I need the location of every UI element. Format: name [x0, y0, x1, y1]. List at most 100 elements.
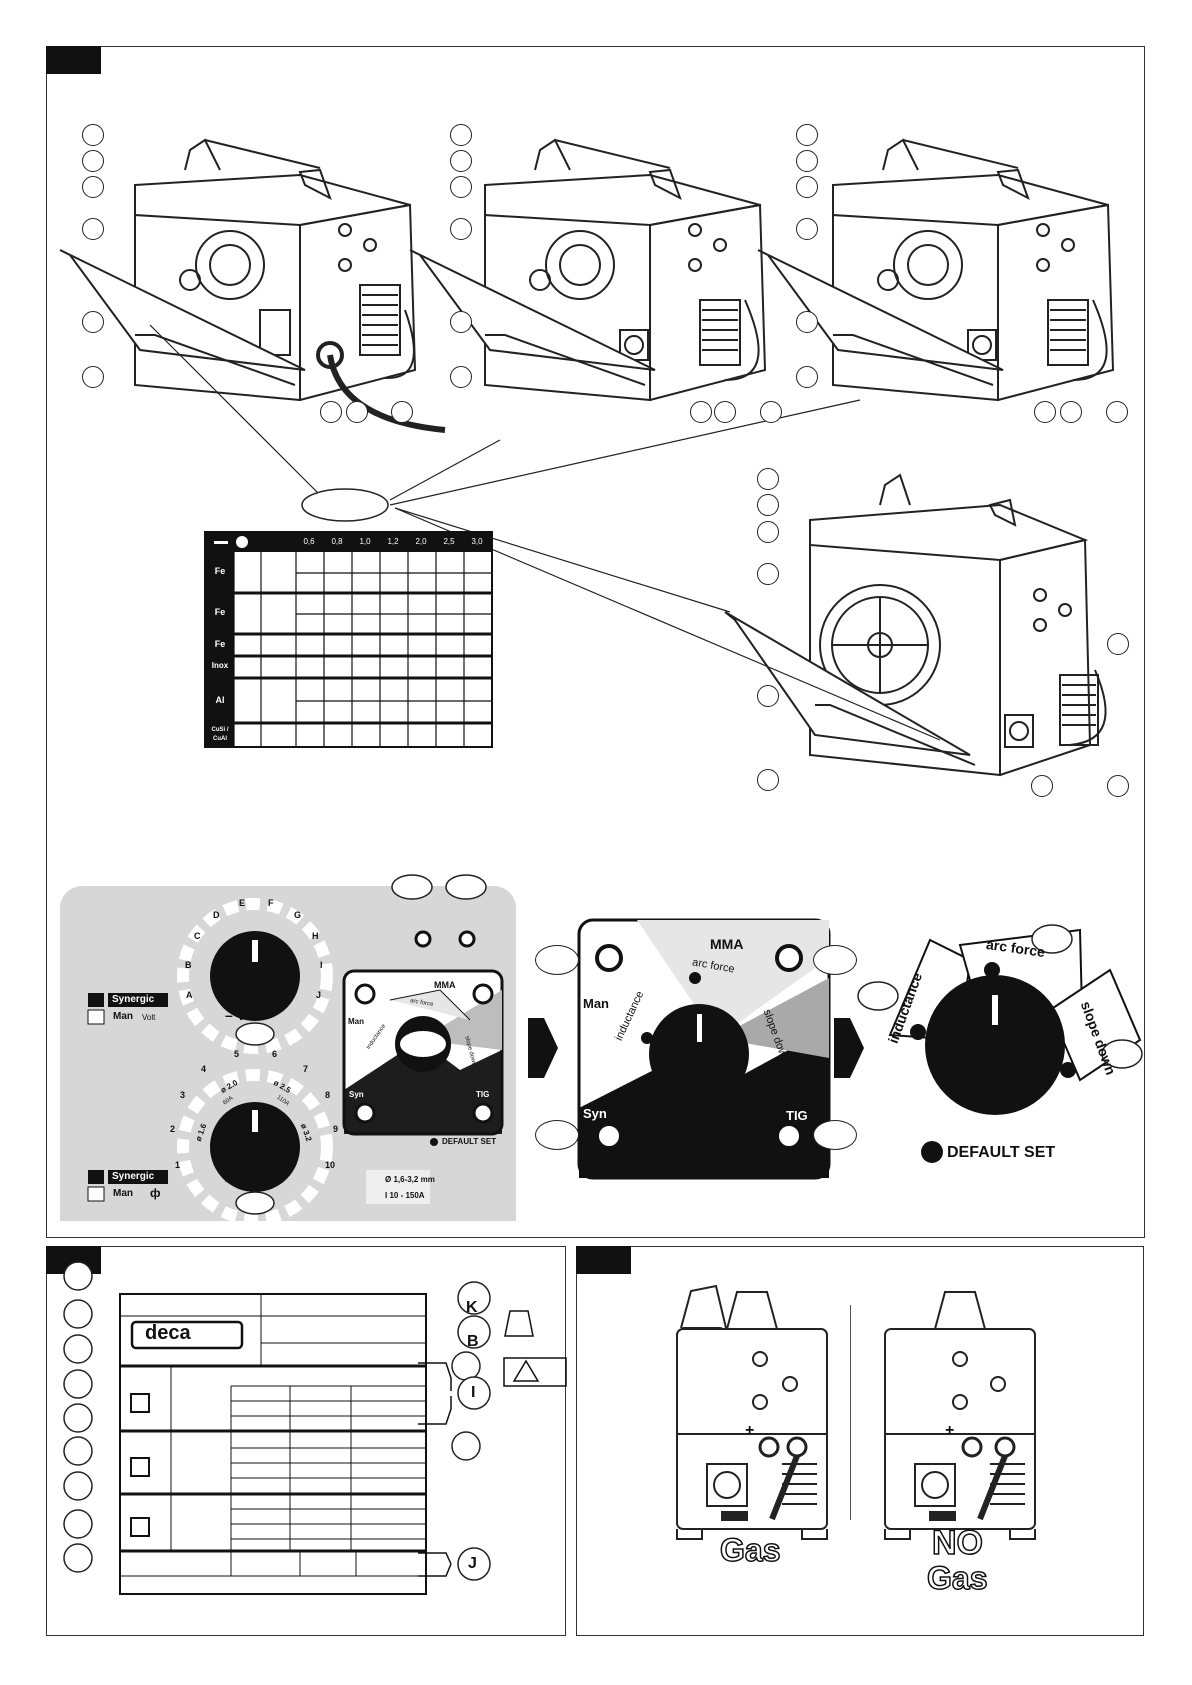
control-panel-drawing	[87, 874, 504, 1215]
callout	[690, 401, 712, 423]
plate-letter: I	[471, 1384, 476, 1401]
table-header: 0,6 0,8 1,0 1,2 2,0 2,5 3,0	[206, 533, 491, 552]
amp-number: 4	[201, 1064, 207, 1074]
mma-label: MMA	[710, 936, 744, 952]
brand-logo: deca	[145, 1322, 191, 1344]
callout	[757, 563, 779, 585]
amp-number: 3	[180, 1090, 186, 1100]
default-set-label: DEFAULT SET	[442, 1137, 497, 1146]
volt-letter: A	[186, 990, 193, 1000]
callout	[82, 150, 104, 172]
amp-number: 6	[272, 1049, 278, 1059]
divider	[850, 1305, 851, 1520]
phi-label: ф	[150, 1186, 161, 1200]
arrow-right-icon	[834, 1018, 864, 1078]
gas-machine-left	[676, 1291, 828, 1540]
callout	[320, 401, 342, 423]
callout-ellipse	[535, 945, 579, 975]
row-label: CuSi / CuAl	[211, 727, 229, 742]
man-label: Man	[113, 1011, 133, 1022]
param-dial-zoom	[857, 924, 1143, 1163]
amp-number: 8	[325, 1090, 331, 1100]
volt-label: Volt	[142, 1013, 156, 1022]
no-label: NO	[931, 1523, 984, 1563]
amp-number: 10	[325, 1160, 336, 1170]
welder-machine-3	[757, 138, 1115, 402]
callout	[1106, 401, 1128, 423]
amp-number: 2	[170, 1124, 176, 1134]
header-value: 0,6	[303, 537, 315, 546]
rating-plate	[63, 1261, 567, 1595]
arrow-right-icon	[528, 1018, 558, 1078]
callout	[796, 176, 818, 198]
volt-letter: I	[320, 960, 323, 970]
plate-letter: K	[466, 1299, 478, 1316]
table-grid	[206, 552, 491, 746]
syn-label: Syn	[583, 1106, 607, 1121]
callout	[391, 401, 413, 423]
synergic-label: Synergic	[112, 1171, 155, 1182]
callout	[757, 494, 779, 516]
callout	[450, 150, 472, 172]
man-label: Man	[113, 1188, 133, 1199]
volt-letter: J	[316, 990, 322, 1000]
volt-knob-label: – V +	[225, 1007, 259, 1023]
figure-3-frame	[576, 1246, 1144, 1636]
electrode-range: Ø 1,6-3,2 mm	[385, 1175, 435, 1184]
man-label: Man	[583, 996, 609, 1011]
callout-ellipse	[813, 945, 857, 975]
plate-letter: B	[467, 1333, 479, 1350]
synergic-label: Synergic	[112, 994, 155, 1005]
header-value: 1,2	[387, 537, 399, 546]
callout	[757, 769, 779, 791]
gas-label: Gas	[719, 1531, 781, 1569]
volt-letter: F	[268, 898, 274, 908]
callout	[796, 311, 818, 333]
no-gas-label: Gas	[926, 1559, 988, 1597]
plus-sign: +	[745, 1422, 755, 1439]
callout	[82, 218, 104, 240]
volt-letter: D	[213, 910, 220, 920]
gas-machine-right	[884, 1291, 1036, 1540]
volt-letter: B	[185, 960, 192, 970]
default-set-label: DEFAULT SET	[947, 1144, 1056, 1161]
callout	[796, 366, 818, 388]
syn-mode-label: Syn	[349, 1090, 364, 1099]
callout	[796, 150, 818, 172]
callout	[450, 218, 472, 240]
callout	[82, 311, 104, 333]
row-label: Fe	[214, 566, 226, 576]
header-value: 3,0	[471, 537, 483, 546]
callout	[346, 401, 368, 423]
volt-letter: G	[294, 910, 302, 920]
tig-label: TIG	[786, 1108, 808, 1123]
callout	[450, 124, 472, 146]
callout	[757, 521, 779, 543]
row-label: Al	[215, 695, 225, 705]
amp-knob-label: – A +	[225, 1172, 258, 1188]
plus-sign: +	[945, 1422, 955, 1439]
figure-3-tag	[576, 1246, 631, 1274]
figure-1-tag	[46, 46, 101, 74]
callout	[796, 218, 818, 240]
callout	[1060, 401, 1082, 423]
gas-polarity-drawings	[680, 1284, 727, 1359]
mode-selector-zoom	[577, 918, 831, 1180]
callout	[450, 176, 472, 198]
callout	[1107, 633, 1129, 655]
wire-settings-table: 0,6 0,8 1,0 1,2 2,0 2,5 3,0	[204, 531, 493, 748]
callout	[757, 468, 779, 490]
callout-ellipse	[813, 1120, 857, 1150]
tig-mode-label: TIG	[476, 1090, 490, 1099]
callout	[82, 124, 104, 146]
welder-machine-drawings	[59, 138, 1115, 777]
amp-number: 5	[234, 1049, 240, 1059]
welder-machine-2	[409, 138, 767, 402]
volt-letter: E	[239, 898, 246, 908]
header-value: 2,0	[415, 537, 427, 546]
callout	[796, 124, 818, 146]
callout	[1034, 401, 1056, 423]
callout	[82, 366, 104, 388]
man-mode-label: Man	[348, 1017, 364, 1026]
header-value: 0,8	[331, 537, 343, 546]
